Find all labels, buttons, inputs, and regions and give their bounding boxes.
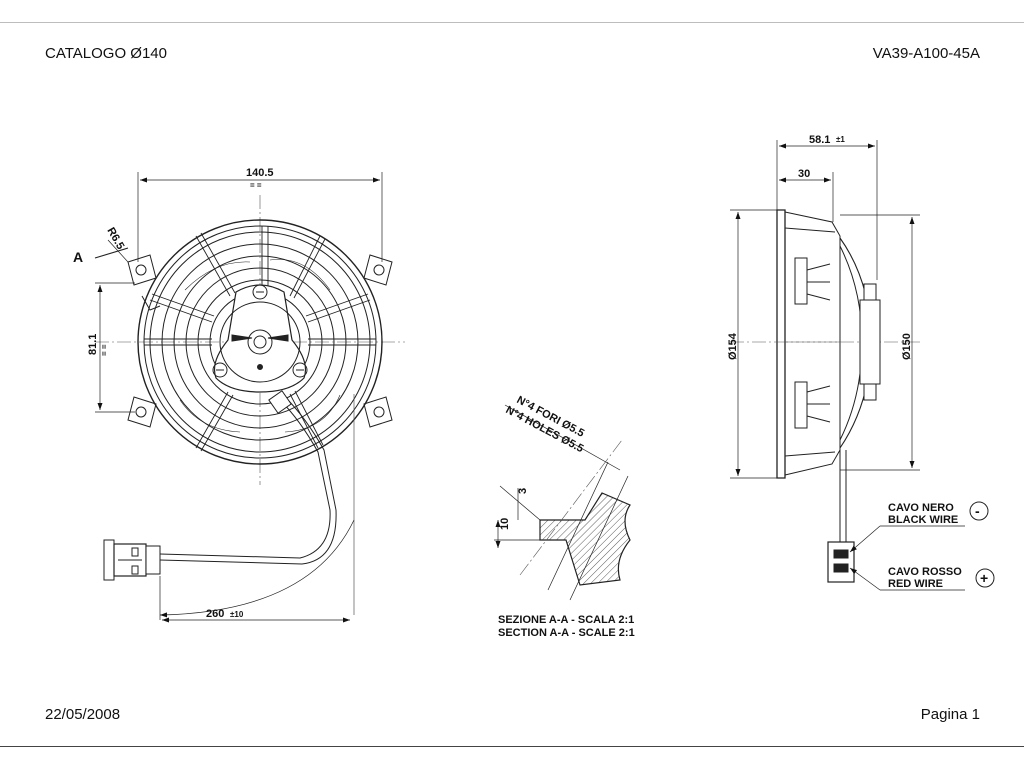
mounting-ear-top-right — [363, 254, 393, 286]
cable-length-tol: ±10 — [230, 610, 244, 619]
negative-symbol: - — [975, 503, 980, 519]
section-dim-3: 3 — [517, 488, 529, 494]
inner-diameter-dim: Ø150 — [901, 333, 913, 360]
depth-tol: ±1 — [836, 135, 845, 144]
front-height-dim: 81.1 — [87, 334, 99, 355]
section-dim-10: 10 — [499, 518, 511, 530]
front-width-dim: 140.5 — [246, 167, 274, 179]
side-dimensions — [730, 140, 965, 591]
model-code: VA39-A100-45A — [872, 45, 980, 62]
motor-hub — [212, 284, 308, 393]
section-caption-italian: SEZIONE A-A - SCALA 2:1 — [498, 614, 634, 626]
mounting-ear-bottom-right — [363, 396, 393, 428]
side-bracket-bottom — [794, 381, 831, 429]
front-dimensions — [95, 172, 383, 623]
section-view — [494, 404, 631, 601]
frame-bottom-line — [0, 746, 1024, 747]
black-wire-italian: CAVO NERO — [888, 502, 954, 514]
frame-top-line — [0, 22, 1024, 23]
cable-length-dim: 260 — [206, 608, 224, 620]
positive-terminal-icon: + — [975, 568, 995, 588]
power-cable — [159, 390, 337, 565]
negative-terminal-icon: - — [969, 501, 989, 521]
depth-dim: 58.1 — [809, 134, 830, 146]
mounting-ear-top-left — [127, 254, 157, 286]
front-width-sym: = = — [250, 181, 262, 190]
section-mark-a: A — [73, 249, 83, 265]
black-wire-english: BLACK WIRE — [888, 514, 958, 526]
catalog-title: CATALOGO Ø140 — [45, 45, 167, 62]
drawing-date: 22/05/2008 — [45, 706, 121, 723]
mounting-ear-bottom-left — [127, 396, 157, 428]
radius-dim: R6.5 — [104, 226, 126, 252]
side-bracket-top — [794, 257, 831, 305]
front-height-sym: = = — [100, 344, 109, 356]
red-wire-italian: CAVO ROSSO — [888, 566, 962, 578]
positive-symbol: + — [980, 570, 988, 586]
page-number: Pagina 1 — [920, 706, 980, 723]
side-connector — [827, 541, 855, 583]
section-caption-english: SECTION A-A - SCALE 2:1 — [498, 627, 635, 639]
side-view — [730, 209, 920, 583]
front-view — [94, 195, 405, 581]
outer-diameter-dim: Ø154 — [727, 332, 739, 360]
inner-depth-dim: 30 — [798, 168, 810, 180]
wire-connector — [103, 539, 161, 581]
red-wire-english: RED WIRE — [888, 578, 943, 590]
